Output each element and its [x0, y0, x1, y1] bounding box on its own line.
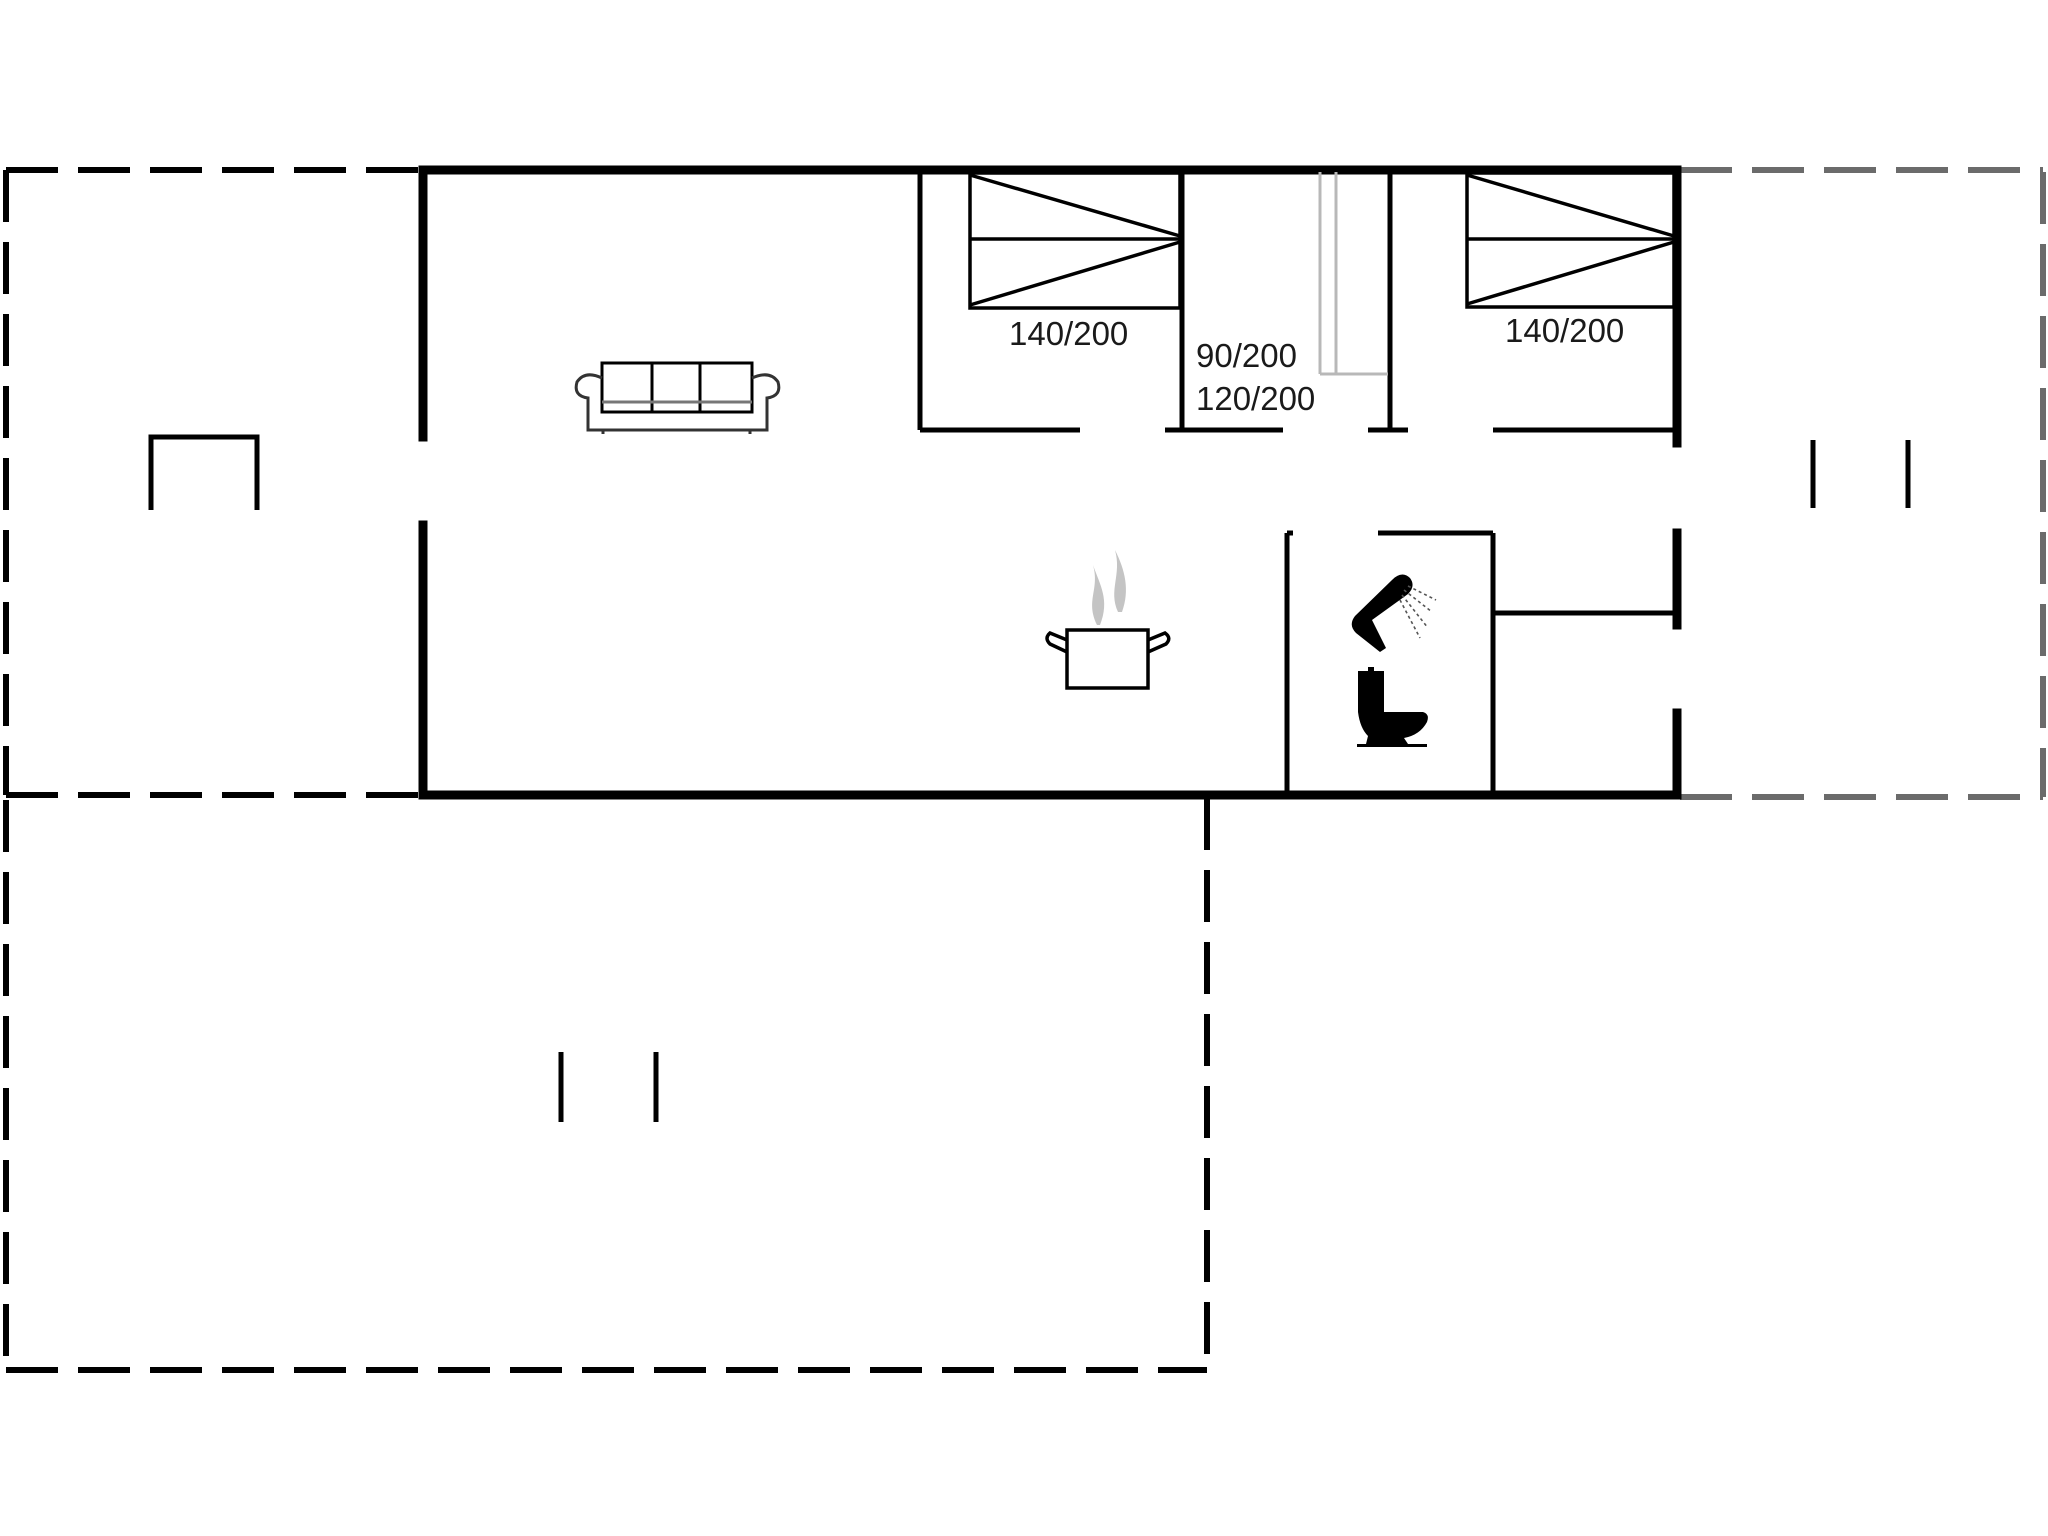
cooking-pot-icon	[1045, 550, 1171, 690]
bed-size-label: 140/200	[1009, 315, 1129, 352]
sofa-icon	[574, 361, 781, 434]
right-steps	[1810, 440, 1911, 508]
interior-walls	[917, 170, 1677, 795]
bottom-terrace-outline	[3, 798, 1210, 1373]
toilet-icon	[1357, 667, 1428, 747]
bottom-steps	[558, 1052, 659, 1122]
left-terrace-outline	[3, 167, 423, 798]
bed-size-label: 120/200	[1196, 380, 1316, 417]
bed-size-label: 140/200	[1505, 312, 1625, 349]
closet	[1318, 172, 1388, 376]
right-terrace-outline	[1680, 167, 2046, 800]
shower-icon	[1351, 574, 1437, 652]
exterior-walls	[418, 165, 1682, 800]
bed-icon	[1465, 171, 1676, 309]
bed-icon	[968, 171, 1182, 310]
left-steps	[148, 434, 260, 510]
bed-size-label: 90/200	[1196, 337, 1297, 374]
